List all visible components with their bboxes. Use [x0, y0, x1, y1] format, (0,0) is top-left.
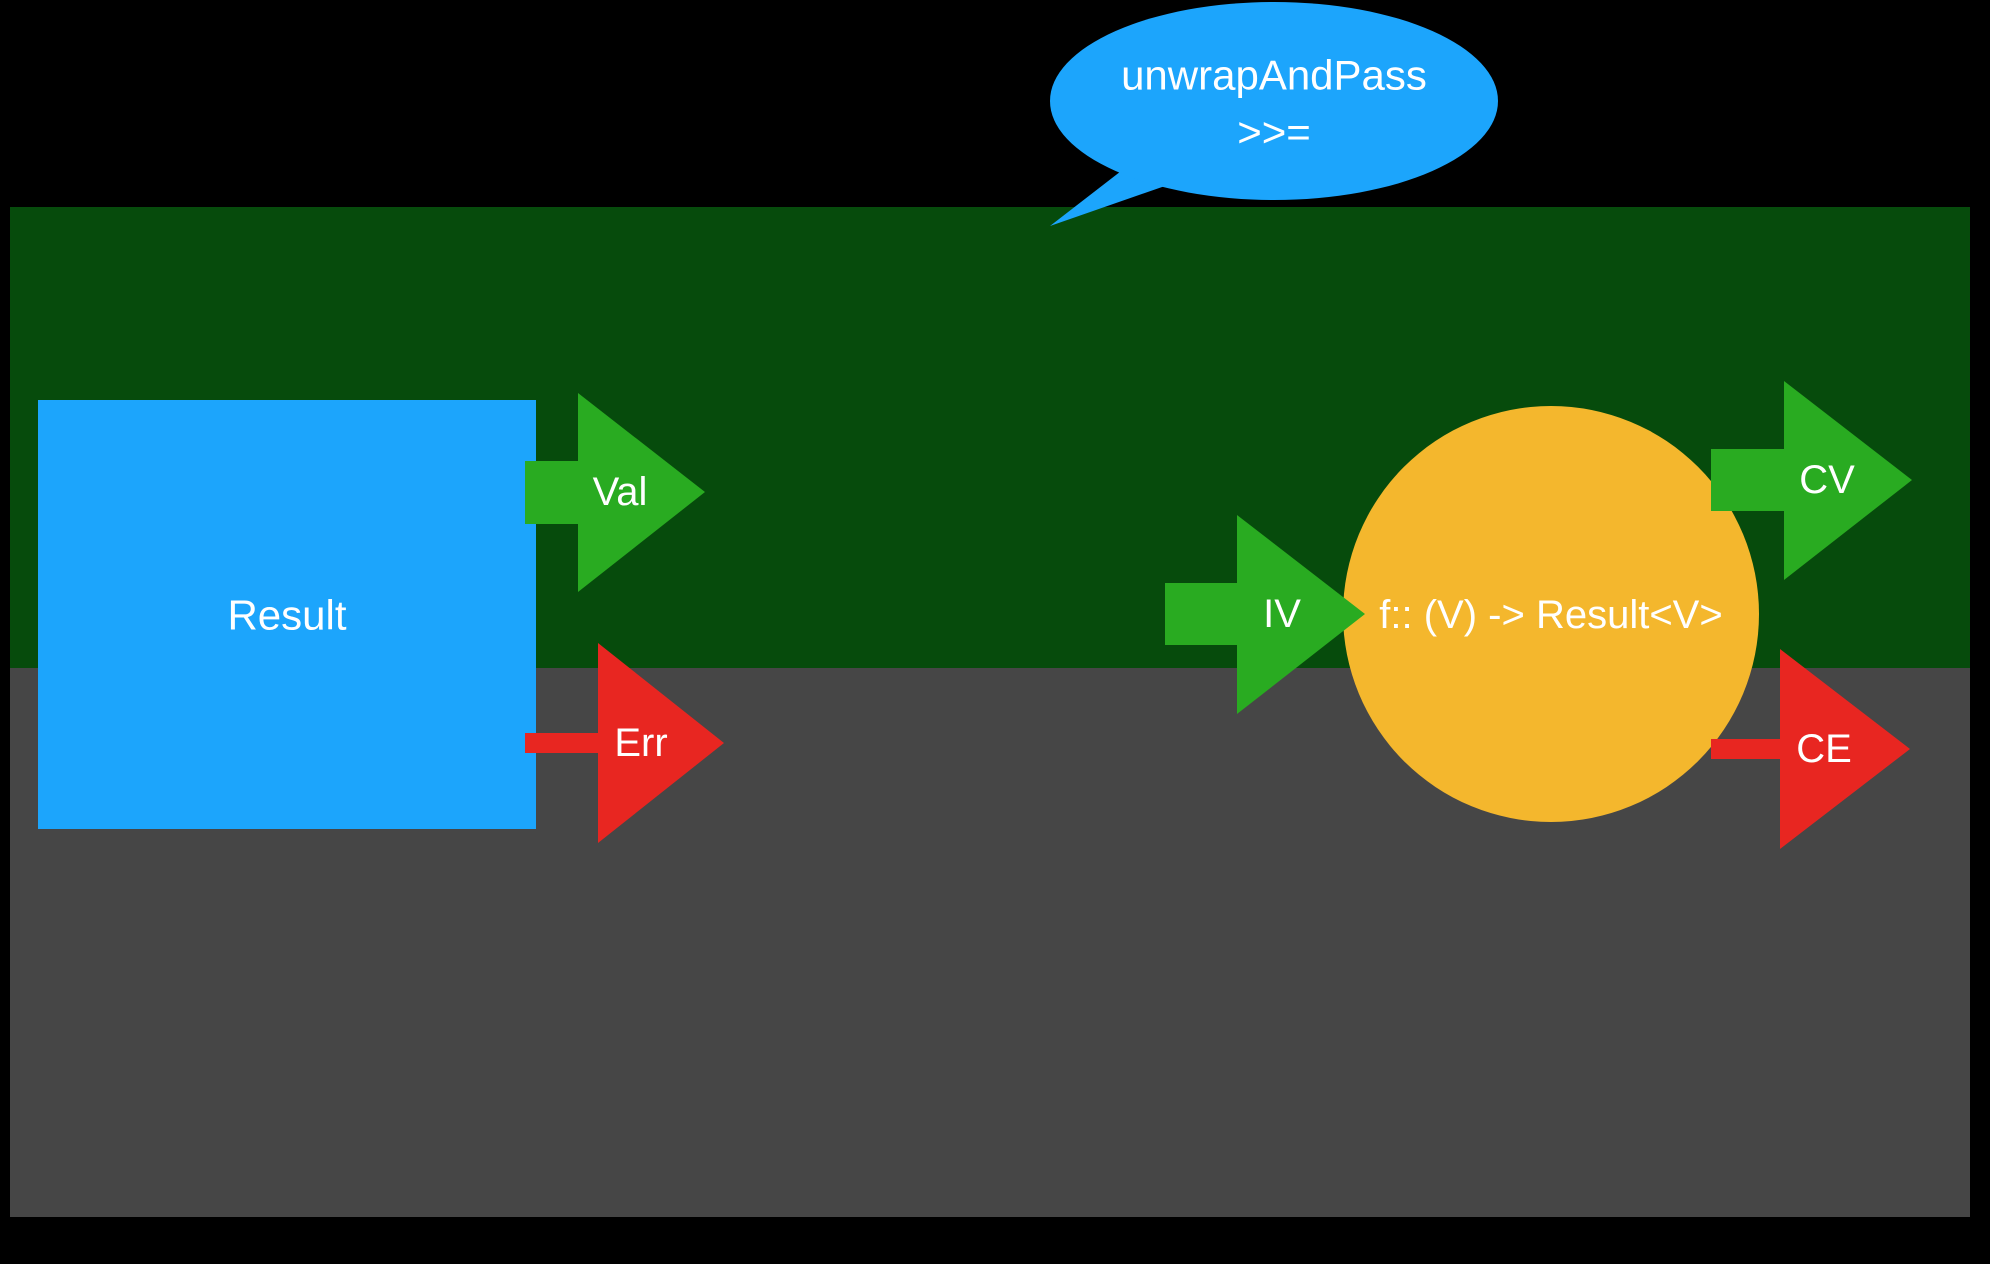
function-label: f:: (V) -> Result<V>: [1379, 593, 1722, 637]
speech-bubble: unwrapAndPass >>=: [1050, 2, 1498, 226]
val-arrow-label: Val: [593, 470, 648, 514]
val-arrow-shape: [525, 393, 705, 592]
result-box-rect: [38, 400, 536, 829]
iv-arrow-label: IV: [1263, 592, 1301, 636]
iv-arrow: IV: [1165, 515, 1365, 714]
iv-arrow-shape: [1165, 515, 1365, 714]
function-circle-shape: [1343, 406, 1759, 822]
ce-arrow-label: CE: [1796, 727, 1852, 771]
cv-arrow-shape: [1711, 381, 1912, 580]
val-arrow: Val: [525, 393, 705, 592]
err-arrow-label: Err: [614, 721, 667, 765]
cv-arrow: CV: [1711, 381, 1912, 580]
ce-arrow-shape: [1711, 649, 1910, 849]
err-arrow: Err: [525, 643, 724, 843]
speech-bubble-tail: [1050, 168, 1165, 226]
result-box: Result: [38, 400, 536, 829]
cv-arrow-label: CV: [1799, 458, 1855, 502]
err-arrow-shape: [525, 643, 724, 843]
function-circle: [1343, 406, 1759, 822]
speech-bubble-body: [1050, 2, 1498, 200]
ce-arrow: CE: [1711, 649, 1910, 849]
bubble-text-line-2: >>=: [1237, 109, 1311, 156]
bubble-text-line-1: unwrapAndPass: [1121, 52, 1427, 99]
result-box-label: Result: [227, 592, 346, 639]
